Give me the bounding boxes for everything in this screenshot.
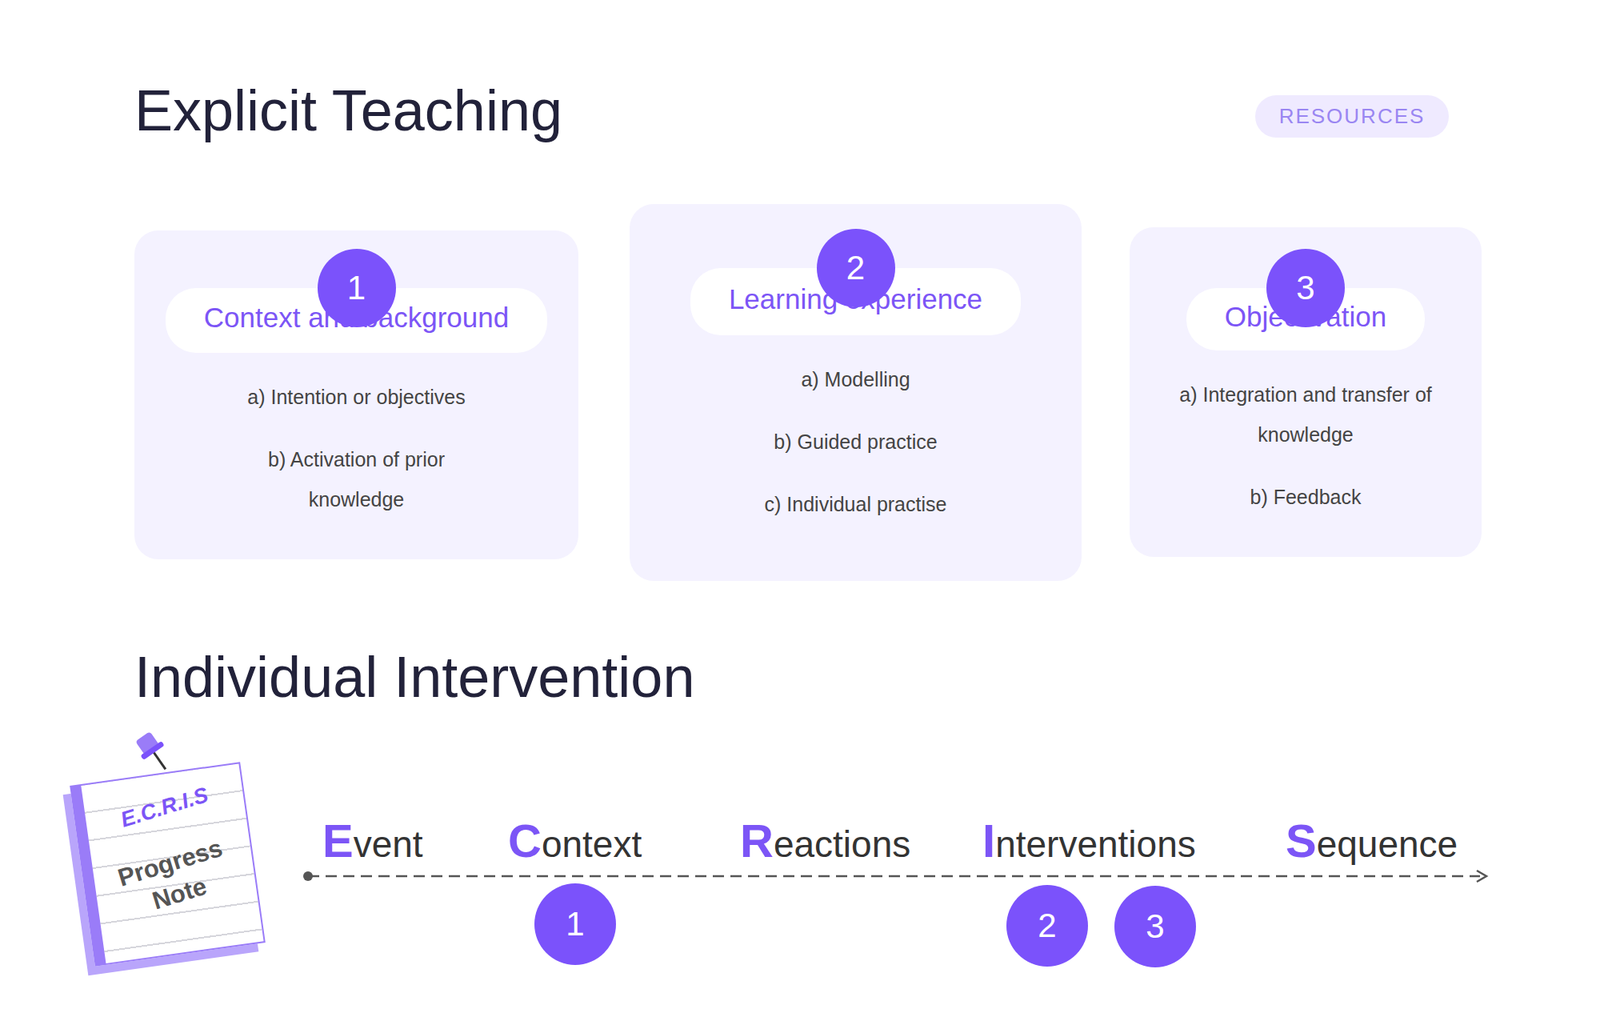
- step-item: c) Individual practise: [688, 484, 1024, 524]
- step-card: 2Learning experience a) Modelling b) Guide…: [629, 204, 1082, 581]
- diagram-title: Explicit Teaching: [134, 78, 563, 143]
- tag-text: RESOURCES: [1279, 104, 1426, 129]
- step-card: 3Objectivation a) Integration and transfe…: [1129, 227, 1482, 557]
- card-slot: 2Learning experience: [629, 268, 1082, 336]
- timeline-arrowhead: [1476, 870, 1487, 882]
- resources-tag: RESOURCES: [1255, 95, 1449, 138]
- progress-note: E.C.R.I.SProgress Note: [69, 761, 266, 967]
- step-item: b) Feedback: [1168, 476, 1444, 517]
- callout-number: 2: [846, 248, 865, 288]
- step-item: a) Integration and transfer of knowledge: [1168, 374, 1444, 455]
- section-title: Individual Intervention: [134, 644, 695, 709]
- card-items: a) Modelling b) Guided practice c) Individ…: [688, 359, 1024, 524]
- card-slot: 3Objectivation: [1129, 288, 1482, 351]
- number-circle: 1: [317, 248, 396, 328]
- note-text: E.C.R.I.S: [84, 772, 244, 843]
- pushpin: [132, 728, 176, 776]
- number-circle: 1: [534, 883, 616, 965]
- callout-number: 1: [565, 904, 584, 944]
- number-circle: 3: [1114, 885, 1196, 968]
- step-item: a) Intention or objectives: [236, 376, 477, 417]
- callout-number: 3: [1296, 268, 1315, 308]
- callout-number: 3: [1145, 907, 1164, 946]
- card-slot: 1Context and background: [134, 288, 579, 353]
- timeline-step: Sequence: [1285, 812, 1458, 872]
- callout-number: 1: [347, 268, 366, 308]
- note-text: Progress Note: [100, 828, 249, 929]
- step-item: b) Activation of prior knowledge: [236, 439, 477, 520]
- timeline-line: [308, 875, 1480, 878]
- timeline-start-dot: [303, 871, 313, 881]
- card-items: a) Integration and transfer of knowledge…: [1168, 374, 1444, 517]
- number-circle: 2: [816, 228, 896, 308]
- timeline-step: Context: [508, 812, 642, 872]
- step-item: a) Modelling: [688, 359, 1024, 400]
- callout-number: 2: [1037, 906, 1056, 945]
- step-item: b) Guided practice: [688, 421, 1024, 462]
- timeline-step: Reactions: [740, 812, 911, 872]
- timeline-step: Interventions: [982, 812, 1196, 872]
- card-items: a) Intention or objectives b) Activation …: [236, 376, 477, 520]
- number-circle: 2: [1006, 884, 1088, 967]
- step-card: 1Context and background a) Intention or o…: [134, 230, 579, 560]
- number-circle: 3: [1266, 248, 1345, 328]
- timeline-step: Event: [322, 812, 424, 872]
